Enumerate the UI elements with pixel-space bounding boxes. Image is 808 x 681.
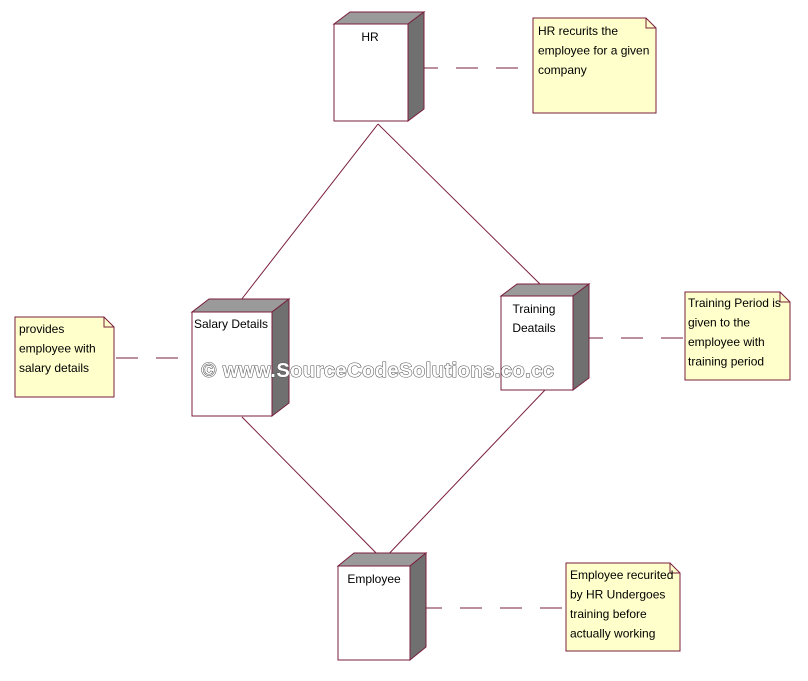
node-hr-label: HR bbox=[361, 30, 379, 44]
node-hr[interactable]: HR bbox=[332, 11, 426, 122]
watermark: © www.SourceCodeSolutions.co.cc bbox=[202, 360, 555, 382]
node-label-line: Employee bbox=[347, 572, 401, 586]
note-training[interactable]: Training Period is given to the employee w… bbox=[684, 291, 791, 381]
node-employee-label: Employee bbox=[347, 572, 401, 586]
note-text-line: training before bbox=[570, 607, 647, 621]
associations bbox=[240, 123, 546, 561]
node-label-line: Training bbox=[513, 302, 556, 316]
note-text-line: provides bbox=[19, 322, 64, 336]
note-anchors bbox=[116, 67, 686, 609]
note-hr[interactable]: HR recurits the employee for a given compa… bbox=[532, 17, 657, 114]
note-text-line: employee with bbox=[19, 342, 96, 356]
note-text-line: company bbox=[538, 63, 587, 77]
note-employee-text: Employee recurited by HR Undergoes trainin… bbox=[570, 568, 673, 641]
link-salary-employee bbox=[241, 416, 384, 561]
note-text-line: HR recurits the bbox=[538, 24, 618, 38]
node-salary-label: Salary Details bbox=[194, 317, 268, 331]
note-salary-text: provides employee with salary details bbox=[19, 322, 96, 375]
link-hr-training bbox=[377, 123, 546, 290]
node-salary-details[interactable]: Salary Details bbox=[190, 297, 291, 418]
note-text-line: given to the bbox=[688, 316, 750, 330]
note-text-line: Training Period is bbox=[688, 296, 781, 310]
note-text-line: employee with bbox=[688, 335, 765, 349]
node-label-line: HR bbox=[361, 30, 379, 44]
note-training-text: Training Period is given to the employee w… bbox=[688, 296, 781, 369]
node-label-line: Salary Details bbox=[194, 317, 268, 331]
note-text-line: employee for a given bbox=[538, 44, 649, 58]
link-training-employee bbox=[382, 389, 546, 561]
note-hr-text: HR recurits the employee for a given compa… bbox=[538, 24, 649, 77]
node-employee[interactable]: Employee bbox=[336, 551, 428, 662]
node-label-line: Deatails bbox=[512, 321, 555, 335]
note-text-line: actually working bbox=[570, 627, 655, 641]
note-text-line: Employee recurited bbox=[570, 568, 673, 582]
note-text-line: salary details bbox=[19, 361, 89, 375]
link-hr-salary bbox=[240, 123, 379, 301]
note-salary[interactable]: provides employee with salary details bbox=[14, 316, 115, 398]
note-text-line: by HR Undergoes bbox=[570, 588, 665, 602]
note-text-line: training period bbox=[688, 355, 764, 369]
note-employee[interactable]: Employee recurited by HR Undergoes trainin… bbox=[565, 562, 681, 652]
